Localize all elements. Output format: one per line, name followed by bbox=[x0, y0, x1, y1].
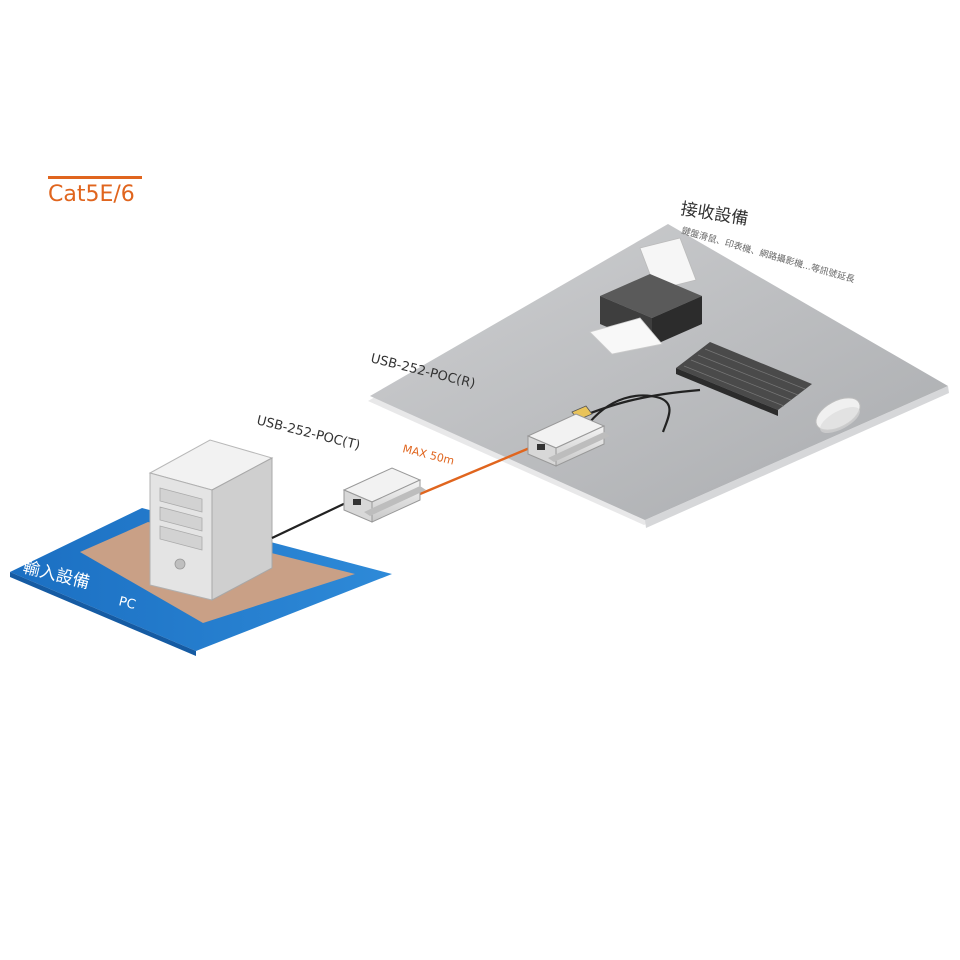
transmitter-box bbox=[342, 467, 426, 523]
input-zone-subtitle: PC bbox=[117, 594, 137, 613]
output-floor bbox=[368, 224, 949, 528]
pc-tower-icon bbox=[148, 439, 274, 601]
mouse-icon bbox=[815, 397, 861, 434]
cat-cable bbox=[419, 445, 533, 496]
keyboard-icon bbox=[676, 342, 812, 416]
receiver-box bbox=[526, 413, 610, 467]
legend-cable-label: Cat5E/6 bbox=[48, 182, 135, 207]
output-zone-title: 接收設備 bbox=[679, 199, 749, 229]
legend-cable-line bbox=[48, 176, 142, 179]
cable-distance-label: MAX 50m bbox=[401, 442, 455, 467]
printer-icon bbox=[589, 237, 702, 355]
transmitter-model-label: USB-252-POC(T) bbox=[255, 413, 362, 453]
usb-cable-input bbox=[271, 499, 353, 539]
